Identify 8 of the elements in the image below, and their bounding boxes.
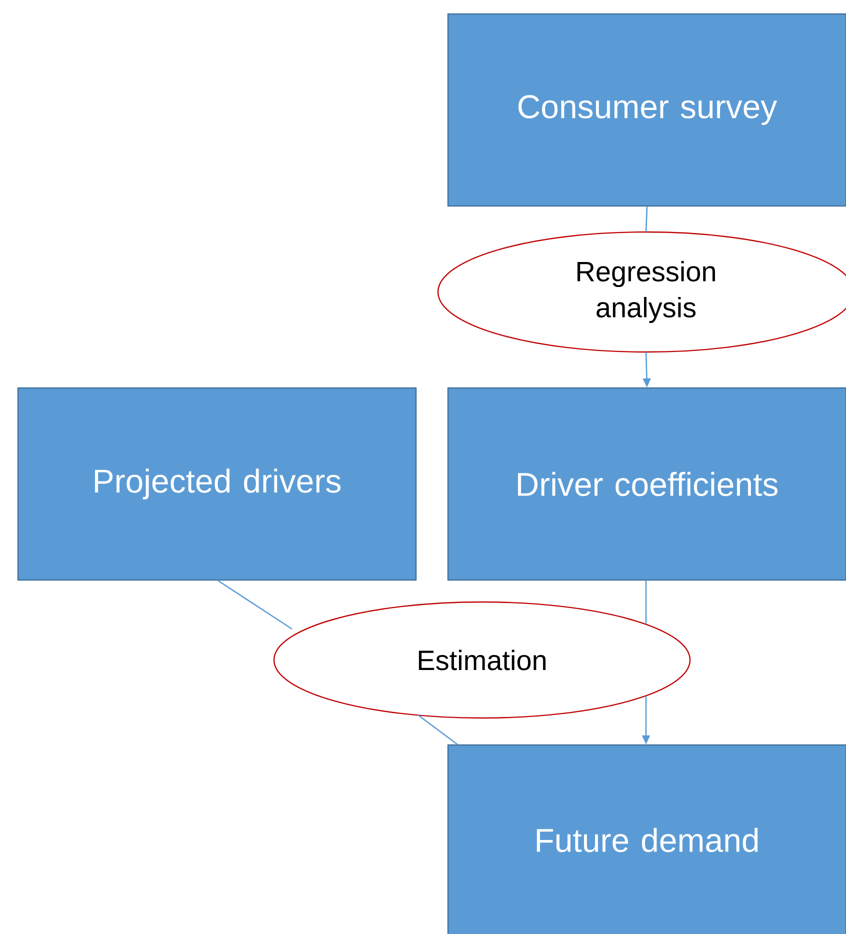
process-box: Future demand [447, 744, 846, 934]
process-box: Projected drivers [17, 387, 417, 581]
connector-line [645, 206, 648, 232]
connector-line [645, 580, 647, 624]
connector-line [218, 580, 292, 630]
process-box: Driver coefficients [447, 387, 846, 581]
process-box: Consumer survey [447, 13, 846, 207]
connector-line [418, 714, 458, 745]
